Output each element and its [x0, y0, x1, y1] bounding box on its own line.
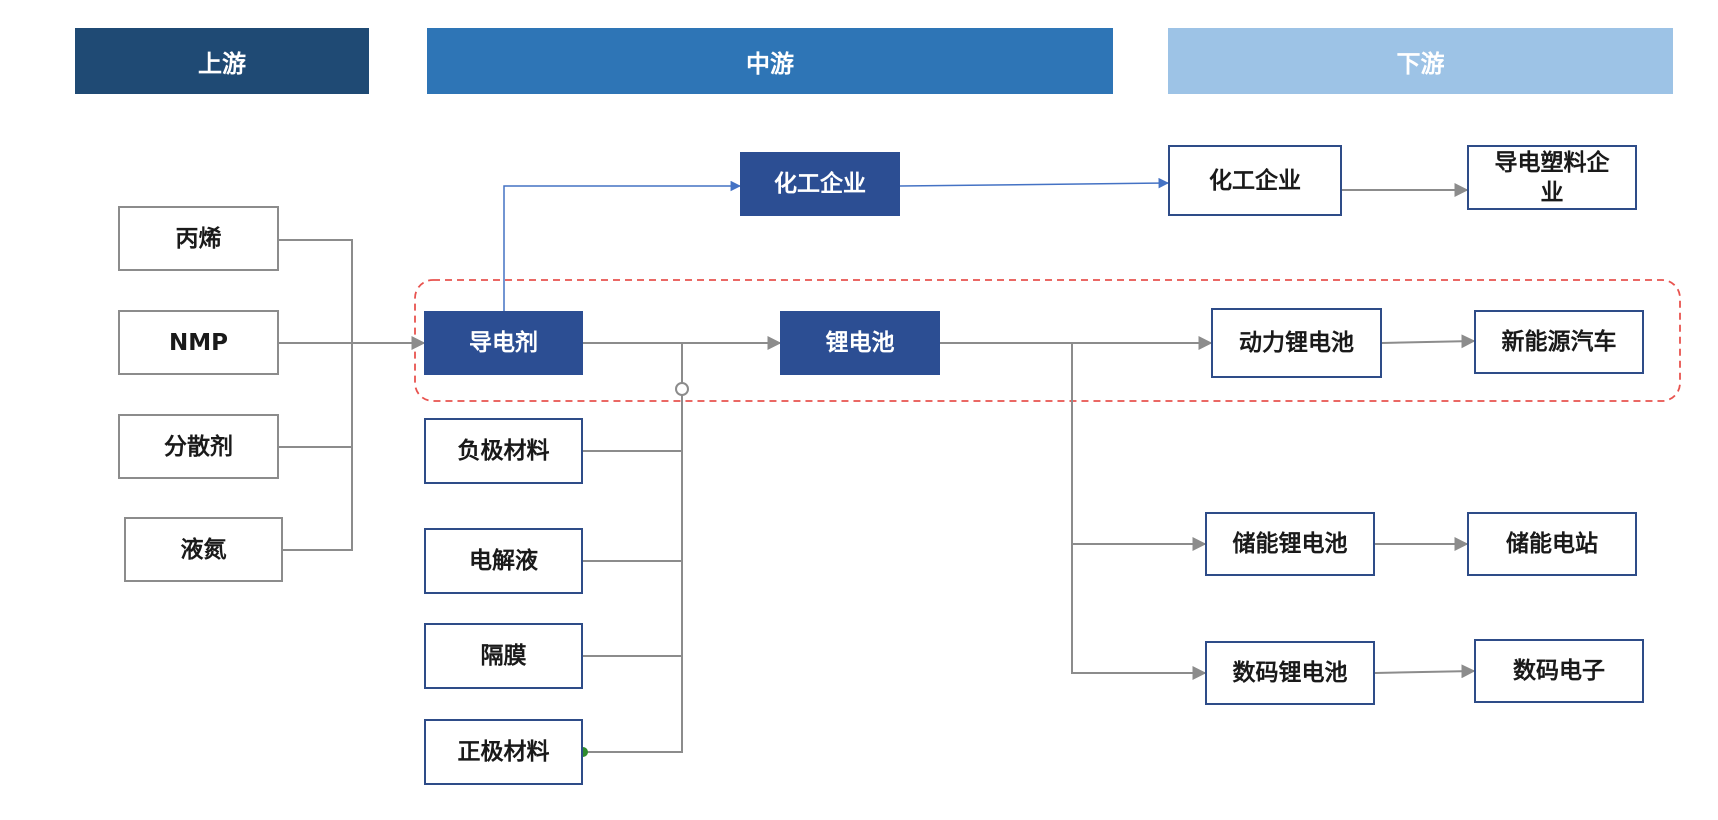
- box-chemical-company-mid: 化工企业: [740, 152, 900, 216]
- box-dispersant: 分散剂: [118, 414, 279, 479]
- box-new-energy-vehicle: 新能源汽车: [1474, 310, 1644, 374]
- header-upstream: 上游: [75, 28, 369, 94]
- box-nmp: NMP: [118, 310, 279, 375]
- box-conductive-agent: 导电剂: [424, 311, 583, 375]
- box-conductive-plastic-company: 导电塑料企业: [1467, 145, 1637, 210]
- box-propylene: 丙烯: [118, 206, 279, 271]
- upstream-connector: [279, 239, 426, 551]
- header-midstream: 中游: [427, 28, 1113, 94]
- box-cathode-material: 正极材料: [424, 719, 583, 785]
- battery-materials-connector: [583, 336, 782, 753]
- box-digital-electronics: 数码电子: [1474, 639, 1644, 703]
- battery-downstream-connector: [940, 336, 1213, 680]
- header-downstream: 下游: [1168, 28, 1673, 94]
- box-power-lithium-battery: 动力锂电池: [1211, 308, 1382, 378]
- box-lithium-battery: 锂电池: [780, 311, 940, 375]
- downstream-end-connectors: [1342, 183, 1476, 679]
- box-energy-storage-battery: 储能锂电池: [1205, 512, 1375, 576]
- box-energy-storage-station: 储能电站: [1467, 512, 1637, 576]
- box-anode-material: 负极材料: [424, 418, 583, 484]
- box-digital-battery: 数码锂电池: [1205, 641, 1375, 705]
- box-liquid-nitrogen: 液氮: [124, 517, 283, 582]
- box-electrolyte: 电解液: [424, 528, 583, 594]
- conductive-to-chemical-connector: [503, 177, 1170, 311]
- box-chemical-company-down: 化工企业: [1168, 145, 1342, 216]
- box-separator: 隔膜: [424, 623, 583, 689]
